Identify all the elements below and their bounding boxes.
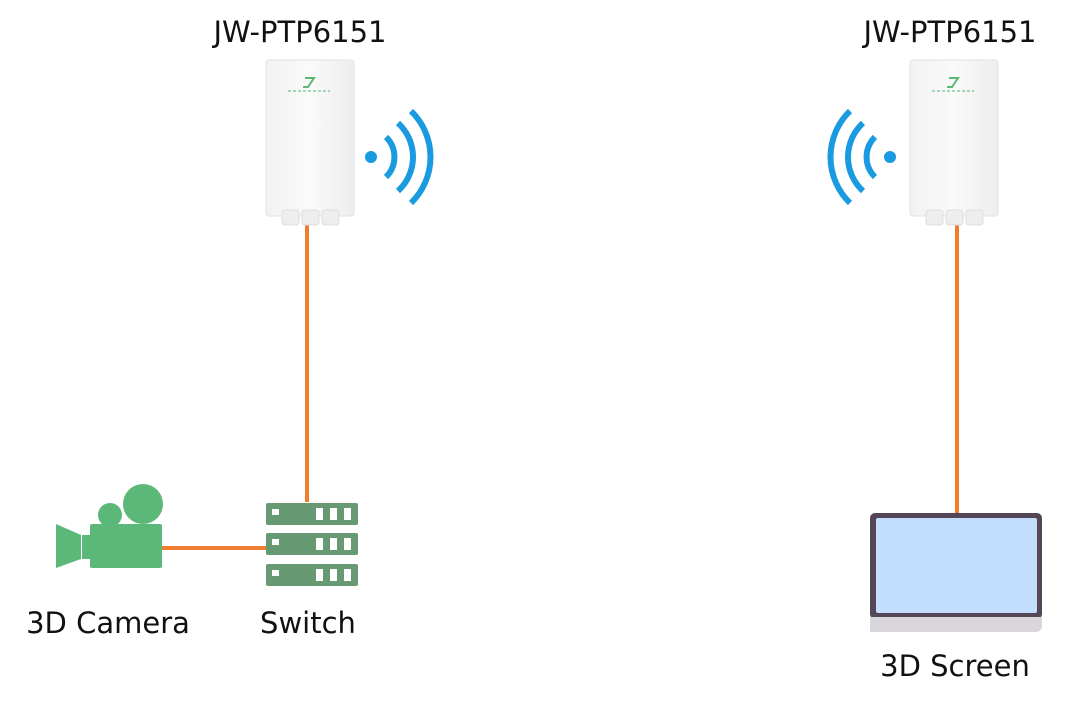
wifi-signal-icon [827,108,896,206]
right-ap-label: JW-PTP6151 [861,15,1036,49]
brand-logo-icon [303,77,316,88]
laptop-icon [870,513,1042,632]
left-access-point [265,59,355,226]
left-ap-label: JW-PTP6151 [211,15,386,49]
switch-label: Switch [260,606,356,640]
wifi-signal-icon [365,108,434,206]
screen-label: 3D Screen [880,649,1030,683]
right-access-point [909,59,999,226]
camera-label: 3D Camera [26,606,190,640]
brand-logo-icon [947,77,960,88]
network-switch-icon [266,503,358,586]
video-camera-icon [56,484,163,568]
